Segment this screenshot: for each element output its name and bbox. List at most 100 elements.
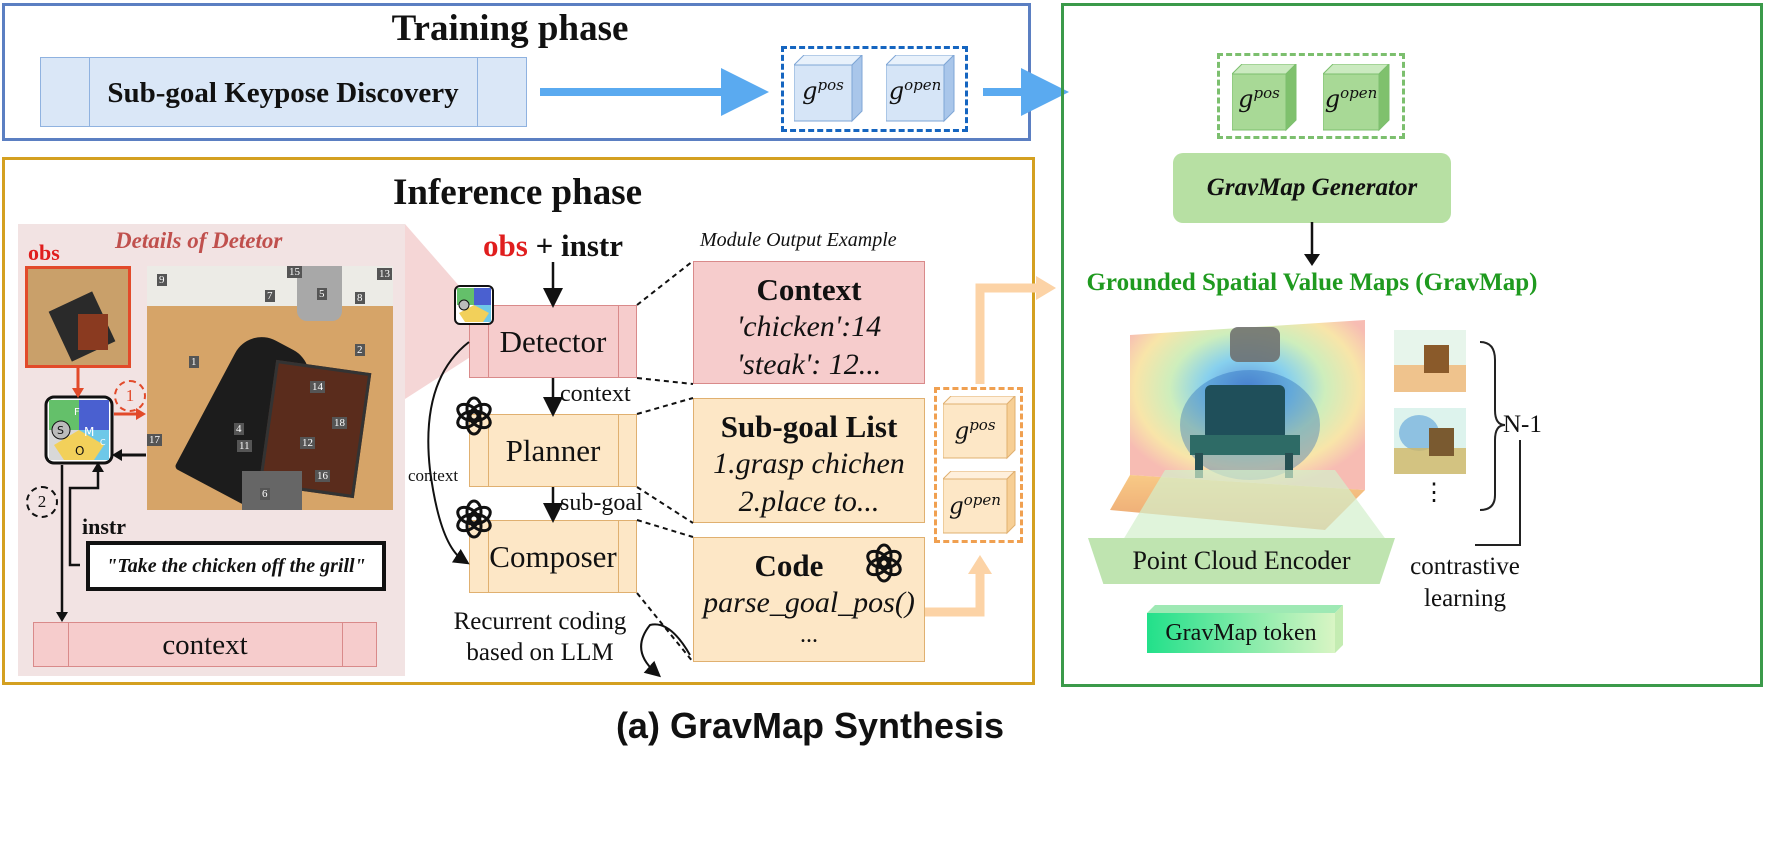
gravmap-title: Grounded Spatial Value Maps (GravMap) bbox=[1086, 269, 1538, 296]
context-output-title: Context bbox=[756, 272, 862, 307]
gravmap-generator-box: GravMap Generator bbox=[1173, 153, 1451, 223]
context-bar-band-right bbox=[342, 623, 343, 666]
somc-c-text: C bbox=[100, 438, 106, 447]
keypose-band-right bbox=[477, 58, 478, 126]
context-bar: context bbox=[33, 622, 377, 667]
inference-goal-group bbox=[934, 387, 1023, 543]
detail-zoom-wedge bbox=[405, 224, 475, 399]
detail-title: Details of Detetor bbox=[115, 228, 283, 253]
arrow-subgoal-label: sub-goal bbox=[560, 490, 643, 516]
encoder-shadow bbox=[1120, 470, 1390, 545]
somc-f-text: F bbox=[74, 407, 80, 418]
context-output-line1: 'chicken':14 bbox=[736, 310, 882, 343]
gravmap-g-open-label: gopen bbox=[1324, 84, 1378, 113]
obs-plus-instr: obs + instr bbox=[483, 228, 623, 264]
composer-band-left bbox=[488, 521, 489, 592]
scene-label-15: 15 bbox=[287, 266, 302, 278]
scene-label-14: 14 bbox=[310, 381, 325, 393]
planner-label: Planner bbox=[505, 432, 601, 468]
side-context-label: context bbox=[408, 466, 459, 485]
n-minus-1-label: N-1 bbox=[1503, 411, 1542, 438]
scene-label-4: 4 bbox=[234, 423, 244, 435]
instruction-text: "Take the chicken off the grill" bbox=[106, 554, 366, 577]
gravmap-generator-label: GravMap Generator bbox=[1206, 174, 1418, 201]
keypose-label: Sub-goal Keypose Discovery bbox=[107, 76, 459, 109]
code-output-line1: parse_goal_pos() bbox=[703, 586, 915, 619]
context-output-line2: 'steak': 12... bbox=[736, 348, 882, 381]
gravmap-thumb-ellipsis: ⋮ bbox=[1422, 480, 1446, 506]
scene-label-13: 13 bbox=[377, 268, 392, 280]
inference-phase-title: Inference phase bbox=[392, 171, 643, 213]
scene-label-16: 16 bbox=[315, 470, 330, 482]
context-bar-band-left bbox=[68, 623, 69, 666]
obs-label: obs bbox=[28, 240, 60, 265]
step-2-text: 2 bbox=[37, 492, 47, 511]
training-g-pos-label: gpos bbox=[802, 76, 844, 105]
gravmap-thumb-1 bbox=[1394, 330, 1466, 392]
detector-band-left bbox=[488, 306, 489, 377]
scene-label-8: 8 bbox=[355, 292, 365, 304]
inference-g-pos-cube bbox=[943, 396, 1016, 460]
somc-m-text: M bbox=[84, 425, 94, 439]
recurrent-line2: based on LLM bbox=[466, 639, 614, 666]
scene-image: 9 15 13 7 5 8 1 2 14 4 11 12 18 16 6 17 bbox=[147, 266, 393, 510]
composer-module: Composer bbox=[469, 520, 637, 593]
figure-caption: (a) GravMap Synthesis bbox=[615, 705, 1005, 746]
scene-label-2: 2 bbox=[355, 344, 365, 356]
point-cloud-encoder: Point Cloud Encoder bbox=[1088, 538, 1395, 584]
scene-label-5: 5 bbox=[317, 288, 327, 300]
subgoal-output-line2: 2.place to... bbox=[738, 485, 880, 518]
step-1-badge: 1 bbox=[114, 380, 146, 412]
composer-band-right bbox=[618, 521, 619, 592]
recurrent-coding-label: Recurrent coding based on LLM bbox=[440, 606, 640, 668]
training-phase-title: Training phase bbox=[391, 7, 629, 49]
planner-band-right bbox=[618, 415, 619, 486]
subgoal-output-line1: 1.grasp chichen bbox=[713, 447, 905, 480]
scene-label-7: 7 bbox=[265, 290, 275, 302]
recurrent-line1: Recurrent coding bbox=[453, 608, 627, 635]
point-cloud-encoder-label: Point Cloud Encoder bbox=[1132, 546, 1351, 575]
composer-openai-icon bbox=[456, 499, 492, 539]
inference-g-pos-label: gpos bbox=[954, 416, 996, 445]
planner-openai-icon bbox=[456, 396, 492, 436]
obs-plus-instr-instr: instr bbox=[560, 228, 623, 263]
inference-phase-panel bbox=[2, 157, 1035, 685]
instruction-box: "Take the chicken off the grill" bbox=[86, 541, 386, 591]
scene-label-6: 6 bbox=[260, 488, 270, 500]
training-goal-group bbox=[781, 46, 968, 132]
gravmap-thumb-2 bbox=[1394, 408, 1466, 474]
obs-plus-instr-plus: + bbox=[527, 228, 561, 263]
scene-label-17: 17 bbox=[147, 434, 162, 446]
somc-s-text: S bbox=[57, 424, 64, 437]
training-g-open-label: gopen bbox=[888, 76, 942, 105]
gravmap-g-pos-label: gpos bbox=[1238, 84, 1280, 113]
somc-logo-large: F S M O C bbox=[44, 395, 114, 465]
gravmap-bracket bbox=[1475, 341, 1521, 546]
gravmap-goal-group bbox=[1217, 53, 1405, 139]
arrow-context-label: context bbox=[560, 381, 631, 407]
code-output-title: Code bbox=[754, 548, 824, 583]
step-2-badge: 2 bbox=[26, 486, 58, 518]
planner-band-left bbox=[488, 415, 489, 486]
contrastive-line1: contrastive bbox=[1410, 553, 1520, 580]
somc-o-text: O bbox=[75, 444, 84, 458]
contrastive-line2: learning bbox=[1424, 585, 1506, 612]
obs-thumbnail bbox=[25, 266, 131, 368]
training-g-pos-cube bbox=[794, 55, 863, 123]
training-g-open-cube bbox=[886, 55, 955, 123]
composer-label: Composer bbox=[489, 538, 617, 574]
detector-module: Detector bbox=[469, 305, 637, 378]
context-output-box: Context 'chicken':14 'steak': 12... bbox=[693, 261, 925, 384]
context-bar-label: context bbox=[162, 629, 248, 661]
gravmap-g-open-cube bbox=[1323, 64, 1390, 132]
gravmap-token-label: GravMap token bbox=[1165, 619, 1317, 646]
keypose-discovery-box: Sub-goal Keypose Discovery bbox=[40, 57, 527, 127]
obs-thumb-meat bbox=[78, 314, 108, 350]
code-openai-icon bbox=[866, 543, 902, 583]
generator-to-gravmap-arrow bbox=[1304, 222, 1320, 266]
module-output-example: Module Output Example bbox=[700, 229, 897, 251]
somc-logo-small bbox=[454, 285, 494, 325]
